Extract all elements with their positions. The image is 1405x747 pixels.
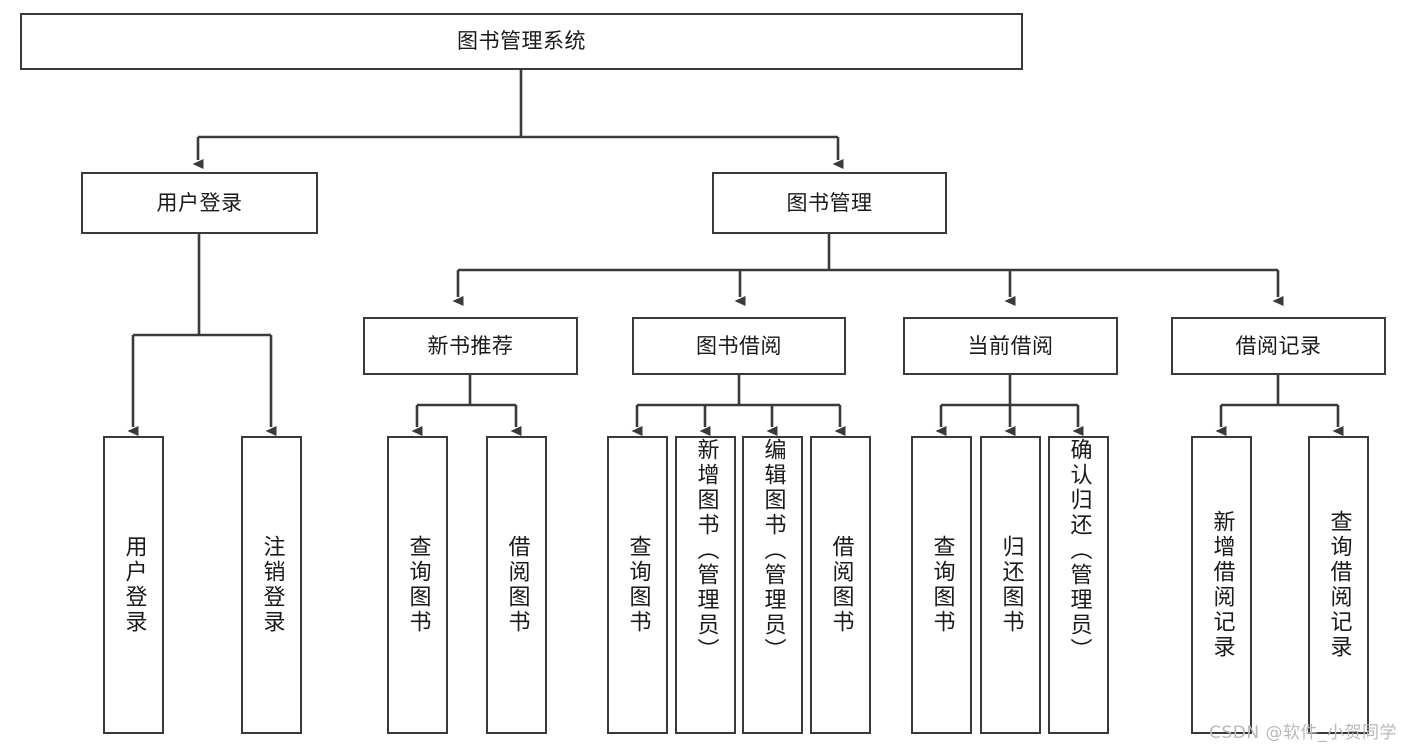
node-label: 新增图书（管理员） — [693, 438, 719, 663]
node-label: 注销登录 — [259, 535, 285, 635]
node-label: 用户登录 — [156, 190, 243, 215]
leaf-borrow-book-borrowing[interactable]: 借阅图书 — [810, 436, 871, 734]
leaf-query-book-borrowing[interactable]: 查询图书 — [607, 436, 668, 734]
node-label: 借阅图书 — [504, 535, 530, 635]
node-label: 查询图书 — [929, 535, 955, 635]
node-label: 新增借阅记录 — [1209, 510, 1235, 660]
node-label: 查询借阅记录 — [1326, 510, 1352, 660]
node-book-management[interactable]: 图书管理 — [712, 172, 947, 234]
leaf-edit-book-admin[interactable]: 编辑图书（管理员） — [742, 436, 803, 734]
node-label: 归还图书 — [998, 535, 1024, 635]
node-label: 当前借阅 — [967, 333, 1054, 358]
node-label: 图书管理系统 — [457, 29, 586, 54]
node-current-borrowing[interactable]: 当前借阅 — [903, 317, 1118, 375]
node-new-book-recommendation[interactable]: 新书推荐 — [363, 317, 578, 375]
node-user-login[interactable]: 用户登录 — [81, 172, 318, 234]
leaf-logout-login[interactable]: 注销登录 — [241, 436, 302, 734]
node-book-borrowing[interactable]: 图书借阅 — [632, 317, 846, 375]
leaf-return-book[interactable]: 归还图书 — [980, 436, 1041, 734]
node-label: 查询图书 — [625, 535, 651, 635]
leaf-add-borrow-record[interactable]: 新增借阅记录 — [1191, 436, 1252, 734]
leaf-query-book-recommendation[interactable]: 查询图书 — [387, 436, 448, 734]
node-label: 查询图书 — [405, 535, 431, 635]
node-label: 借阅图书 — [828, 535, 854, 635]
leaf-borrow-book-recommendation[interactable]: 借阅图书 — [486, 436, 547, 734]
node-label: 确认归还（管理员） — [1066, 438, 1092, 663]
node-borrowing-records[interactable]: 借阅记录 — [1171, 317, 1386, 375]
node-label: 图书管理 — [786, 190, 873, 215]
node-label: 编辑图书（管理员） — [760, 438, 786, 663]
leaf-query-borrow-record[interactable]: 查询借阅记录 — [1308, 436, 1369, 734]
leaf-add-book-admin[interactable]: 新增图书（管理员） — [675, 436, 736, 734]
leaf-user-login[interactable]: 用户登录 — [103, 436, 164, 734]
node-label: 用户登录 — [121, 535, 147, 635]
node-label: 新书推荐 — [427, 333, 514, 358]
node-root-system[interactable]: 图书管理系统 — [20, 13, 1023, 70]
node-label: 借阅记录 — [1235, 333, 1322, 358]
node-label: 图书借阅 — [696, 333, 782, 358]
leaf-query-book-current[interactable]: 查询图书 — [911, 436, 972, 734]
leaf-confirm-return-admin[interactable]: 确认归还（管理员） — [1048, 436, 1109, 734]
